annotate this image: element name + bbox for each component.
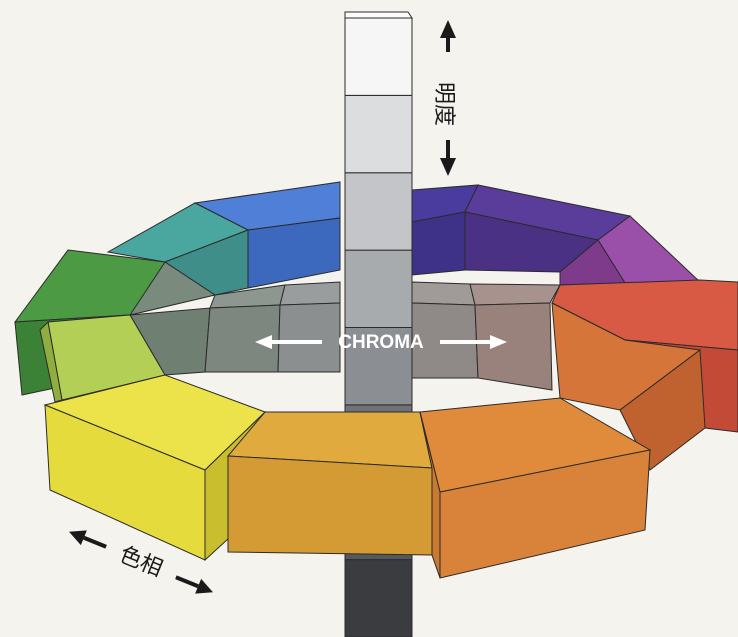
value-step <box>344 327 413 406</box>
value-step <box>344 94 413 174</box>
hue-label: 色相 <box>116 542 166 582</box>
value-step <box>344 17 413 96</box>
chroma-label: CHROMA <box>338 332 424 353</box>
hue-segment-yellow-green <box>39 314 166 403</box>
value-arrows <box>440 20 456 176</box>
hue-segment-gold <box>226 411 433 556</box>
value-step <box>344 559 413 637</box>
hue-segment-orange-front <box>419 397 652 579</box>
hue-arrows <box>69 530 213 594</box>
hue-segment-teal <box>106 202 250 296</box>
hue-segment-violet <box>464 184 632 273</box>
hue-segment-orange <box>551 302 706 471</box>
chroma-arrows <box>255 335 507 349</box>
value-step <box>344 172 413 251</box>
value-step <box>344 249 413 328</box>
value-label: 明度 <box>431 82 456 126</box>
hue-segment-blue <box>193 181 341 289</box>
